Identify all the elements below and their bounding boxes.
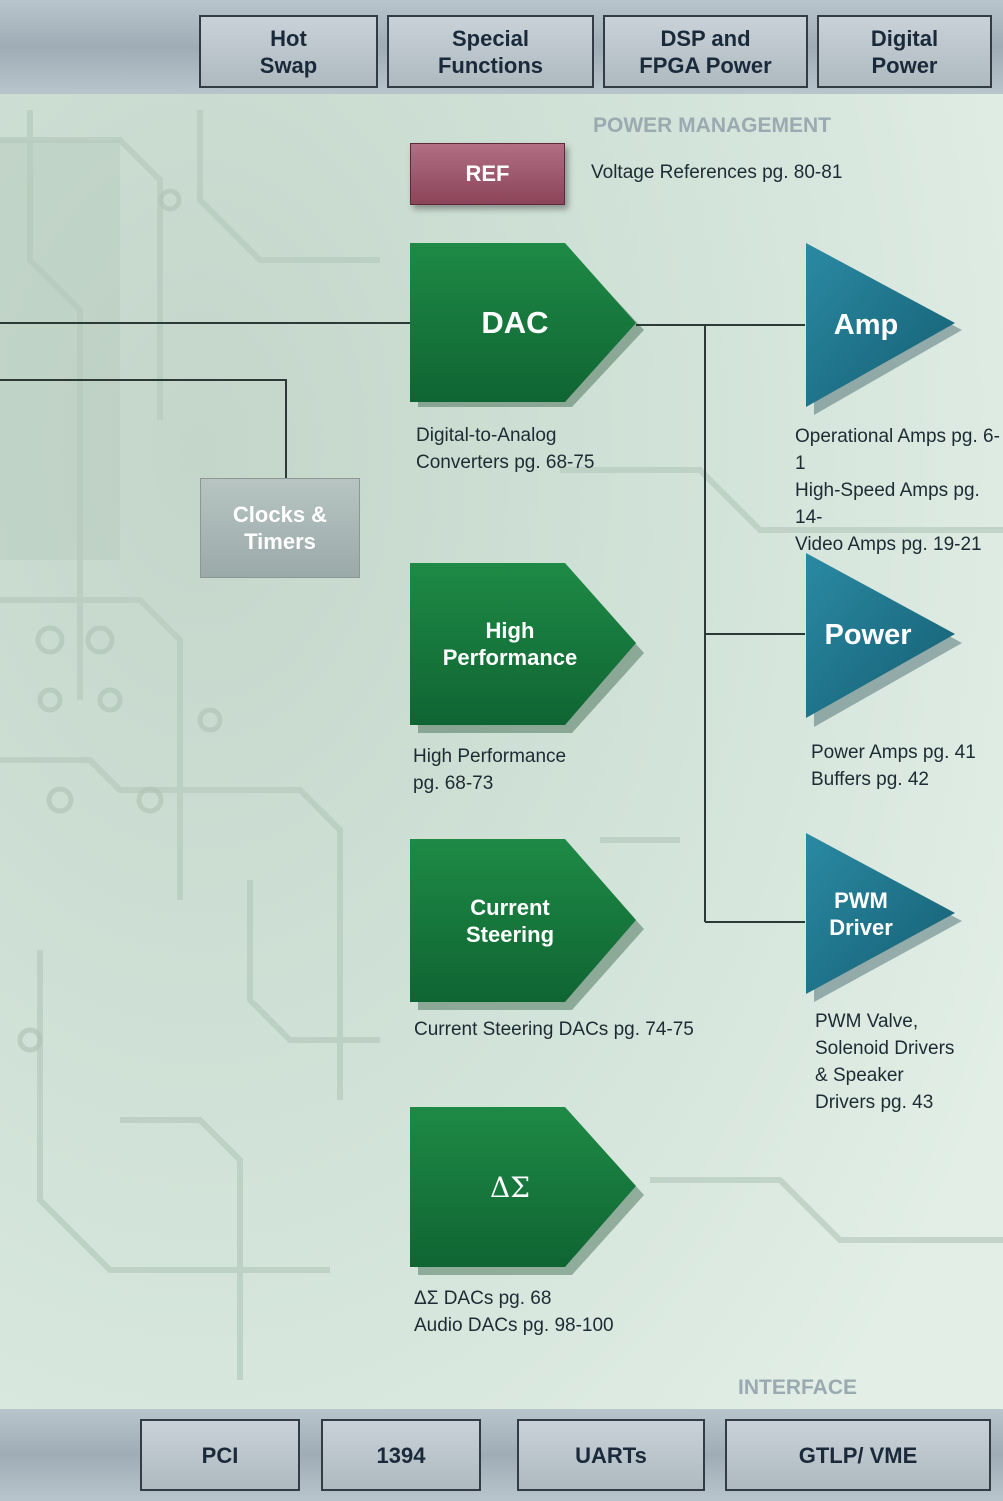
ref-caption: Voltage References pg. 80-81 xyxy=(591,162,843,183)
power-caption: Power Amps pg. 41 Buffers pg. 42 xyxy=(811,742,976,790)
circuit-traces xyxy=(0,110,1003,1380)
dac-shapes xyxy=(410,243,644,1275)
power-management-label: POWER MANAGEMENT xyxy=(593,114,831,137)
current-steering-block-shape xyxy=(410,839,636,1002)
high-performance-caption: High Performance pg. 68-73 xyxy=(413,746,567,794)
high-performance-block[interactable]: High Performance xyxy=(442,618,578,670)
amp-block-shape xyxy=(806,243,955,407)
dac-caption: Digital-to-Analog Converters pg. 68-75 xyxy=(416,425,595,473)
interface-label: INTERFACE xyxy=(738,1376,858,1399)
high-performance-block-shape xyxy=(410,563,636,725)
tab-uarts[interactable]: UARTs xyxy=(517,1419,705,1491)
dac-block[interactable]: DAC xyxy=(481,304,549,340)
amp-block[interactable]: Amp xyxy=(833,308,899,341)
tab-pci[interactable]: PCI xyxy=(140,1419,300,1491)
dac-block-shape xyxy=(410,243,636,402)
clocks-timers-block[interactable]: Clocks & Timers xyxy=(200,478,360,578)
tab-dsp-fpga-power[interactable]: DSP and FPGA Power xyxy=(603,15,808,88)
delta-sigma-caption: ΔΣ DACs pg. 68 Audio DACs pg. 98-100 xyxy=(414,1288,614,1336)
delta-sigma-block-shape xyxy=(410,1107,636,1267)
tab-gtlp-vme[interactable]: GTLP/ VME xyxy=(725,1419,991,1491)
ref-block[interactable]: REF xyxy=(410,143,565,205)
pwm-driver-caption: PWM Valve, Solenoid Drivers & Speaker Dr… xyxy=(815,1011,955,1113)
pwm-driver-block-shape xyxy=(806,833,955,994)
tab-digital-power[interactable]: Digital Power xyxy=(817,15,992,88)
tab-special-functions[interactable]: Special Functions xyxy=(387,15,594,88)
power-block-shape xyxy=(806,553,955,718)
power-block[interactable]: Power xyxy=(824,619,912,651)
delta-sigma-block[interactable]: ΔΣ xyxy=(489,1170,531,1204)
pwm-driver-block[interactable]: PWM Driver xyxy=(829,887,893,940)
current-steering-block[interactable]: Current Steering xyxy=(465,894,555,947)
connector-lines xyxy=(0,322,805,923)
current-steering-caption: Current Steering DACs pg. 74-75 xyxy=(414,1019,694,1040)
amp-caption: Operational Amps pg. 6-1 High-Speed Amps… xyxy=(795,426,1000,555)
tab-hot-swap[interactable]: Hot Swap xyxy=(199,15,378,88)
tab-1394[interactable]: 1394 xyxy=(321,1419,481,1491)
amp-shapes xyxy=(806,243,962,1002)
